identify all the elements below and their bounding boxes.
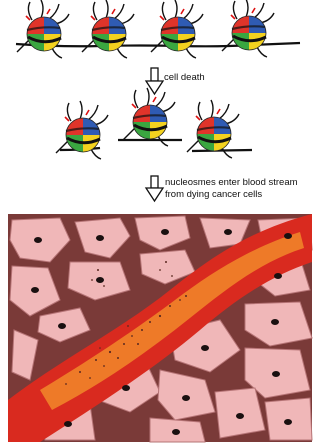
blood-vessel-illustration	[8, 214, 312, 442]
nucleosome	[222, 0, 274, 57]
nucleosome	[17, 0, 69, 58]
nucleosome	[123, 88, 175, 146]
blood-stream-label-line2: from dying cancer cells	[165, 189, 262, 200]
dna-fragment	[192, 150, 252, 151]
cell-death-label: cell death	[164, 72, 205, 83]
nucleosome	[82, 0, 134, 58]
chromatin-fiber	[16, 0, 300, 58]
down-arrow-icon	[146, 176, 163, 201]
blood-stream-label-line1: nucleosmes enter blood stream	[165, 177, 298, 188]
released-nucleosomes	[56, 88, 252, 159]
nucleosome	[151, 0, 203, 58]
